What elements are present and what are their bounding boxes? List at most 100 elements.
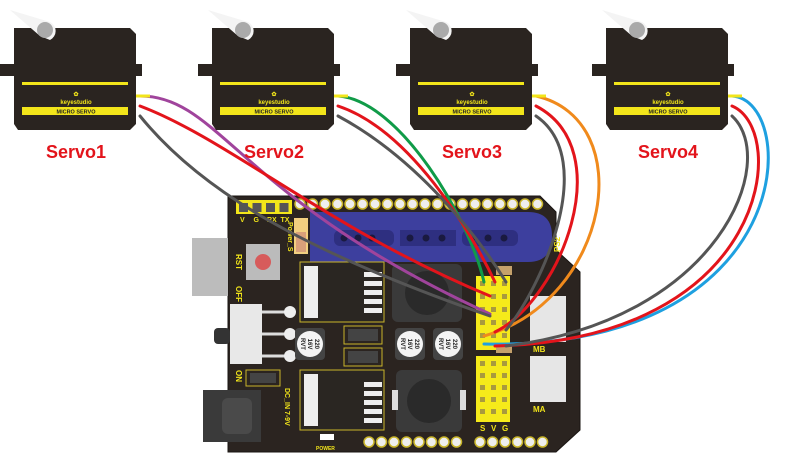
servo-wire — [336, 114, 508, 284]
capacitor-label: 22016VRVT — [299, 338, 319, 350]
servo-model: MICRO SERVO — [452, 110, 492, 116]
servo-pin — [502, 320, 507, 325]
capacitor: 22016VRVT — [295, 328, 325, 360]
header-pin — [438, 436, 450, 448]
kiyestudio-ladybug-icon: ✿ — [271, 91, 276, 98]
header-pin — [506, 198, 519, 210]
usb-port — [192, 238, 228, 296]
servo-pin — [502, 333, 507, 338]
servo-wire — [138, 104, 492, 298]
servo-pin — [480, 361, 485, 366]
header-pin — [400, 436, 413, 448]
power-led-label: POWER — [316, 446, 335, 452]
servo-pin — [480, 281, 485, 286]
servo-pin — [491, 361, 496, 366]
servo-wire — [336, 104, 497, 284]
serial-pin — [266, 203, 275, 212]
header-pin — [431, 198, 444, 210]
servo-pin — [502, 281, 507, 286]
header-pin — [474, 436, 486, 448]
servo-wire — [504, 114, 566, 332]
header-pin — [344, 198, 356, 210]
servo-wire — [336, 94, 486, 284]
header-pin — [356, 198, 369, 210]
serial-pin — [252, 203, 262, 212]
capacitor-label: 22016VRVT — [437, 338, 457, 350]
serial-pin — [239, 203, 248, 212]
header-pin — [481, 198, 494, 210]
servo-model: MICRO SERVO — [56, 110, 96, 116]
servo-label: Servo3 — [442, 142, 502, 162]
capacitor: 22016VRVT — [395, 328, 425, 360]
serial-pin — [279, 203, 289, 212]
header-pin — [331, 198, 344, 210]
kiyestudio-ladybug-icon: ✿ — [469, 91, 474, 98]
header-pin — [536, 436, 549, 448]
pin-column-label: V — [491, 424, 497, 433]
header-pin — [499, 436, 511, 448]
servo-brand: keyestudio — [456, 100, 488, 106]
servo-wire — [138, 114, 492, 318]
servo-pin — [480, 294, 485, 299]
svg-text:SVG: SVG — [480, 424, 508, 433]
servo-brand: keyestudio — [60, 100, 92, 106]
wires — [136, 94, 770, 348]
servo-pin — [502, 307, 507, 312]
capacitor-label: 22016VRVT — [399, 338, 419, 350]
header-pin — [319, 198, 331, 210]
servo-pin — [480, 385, 485, 390]
motor-b-connector — [530, 296, 566, 342]
header-pin — [469, 198, 481, 210]
servo-wire — [482, 94, 601, 338]
motor-a-connector — [530, 356, 566, 402]
power-led — [320, 434, 334, 440]
servo-pin — [491, 409, 496, 414]
servo-model: MICRO SERVO — [254, 110, 294, 116]
servo-pin — [491, 397, 496, 402]
header-pin — [394, 198, 406, 210]
on-label: ON — [234, 370, 243, 382]
power-switch[interactable] — [230, 304, 262, 364]
kiyestudio-ladybug-icon: ✿ — [73, 91, 78, 98]
header-pin — [375, 436, 388, 448]
header-pin — [511, 436, 524, 448]
dc-in-label: DC_IN 7-9V — [283, 388, 290, 426]
header-pin — [450, 436, 463, 448]
servo-pin — [491, 320, 496, 325]
header-pin — [413, 436, 425, 448]
rst-label: RST — [234, 254, 243, 270]
pin-column-label: G — [502, 424, 508, 433]
servo-pin — [491, 333, 496, 338]
servo-pin — [502, 397, 507, 402]
header-pin — [388, 436, 400, 448]
servo-pin — [491, 307, 496, 312]
servo-wire — [493, 104, 760, 348]
servo-pin — [480, 373, 485, 378]
off-label: OFF — [234, 286, 243, 302]
servo-pin — [491, 385, 496, 390]
power-s-label: Power_S — [286, 222, 293, 252]
servo-wire — [493, 104, 579, 334]
ps2-label: PS2 — [553, 236, 562, 252]
servo-label: Servo1 — [46, 142, 106, 162]
servo-pin — [502, 409, 507, 414]
serial-pin-label: TX — [281, 217, 290, 224]
servo-pin — [491, 294, 496, 299]
header-pin — [494, 198, 506, 210]
servo-pin — [480, 320, 485, 325]
servo-label: Servo4 — [638, 142, 698, 162]
servo-label: Servo2 — [244, 142, 304, 162]
serial-pin-label: V — [240, 217, 245, 224]
servo-pin — [502, 361, 507, 366]
header-pin — [486, 436, 499, 448]
header-pin — [406, 198, 419, 210]
header-pin — [419, 198, 431, 210]
